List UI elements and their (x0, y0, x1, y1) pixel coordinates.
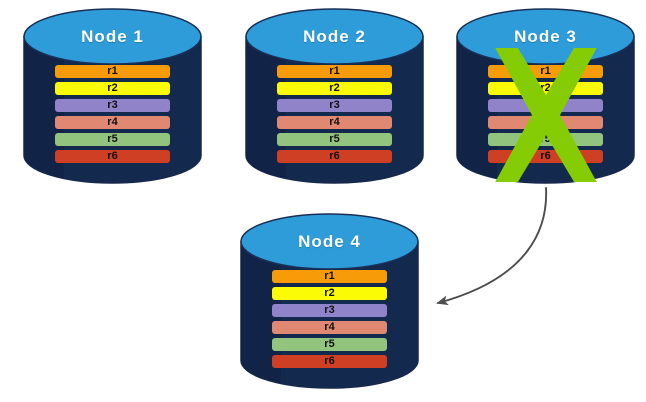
data-row[interactable]: r3 (277, 99, 392, 112)
node-4[interactable]: Node 4 r1 r2 r3 r4 r5 r6 (240, 213, 419, 389)
data-row[interactable]: r4 (272, 321, 387, 334)
node-1[interactable]: Node 1 r1 r2 r3 r4 r5 r6 (23, 8, 202, 184)
data-row[interactable]: r3 (488, 99, 603, 112)
data-row[interactable]: r6 (488, 150, 603, 163)
data-row[interactable]: r1 (488, 65, 603, 78)
data-row[interactable]: r4 (55, 116, 170, 129)
data-row[interactable]: r5 (55, 133, 170, 146)
cylinder-top (23, 8, 202, 65)
cylinder-shading (241, 241, 281, 384)
data-row[interactable]: r1 (55, 65, 170, 78)
data-row[interactable]: r2 (272, 287, 387, 300)
row-label: r2 (324, 287, 335, 299)
data-row[interactable]: r5 (272, 338, 387, 351)
row-label: r3 (540, 99, 551, 111)
data-row[interactable]: r6 (55, 150, 170, 163)
row-label: r4 (324, 321, 335, 333)
row-label: r2 (540, 82, 551, 94)
node-3-rows: r1 r2 r3 r4 r5 r6 (456, 65, 635, 167)
node-1-label: Node 1 (81, 27, 144, 46)
data-row[interactable]: r2 (277, 82, 392, 95)
row-label: r1 (107, 65, 118, 77)
data-row[interactable]: r2 (488, 82, 603, 95)
cylinder-top (245, 8, 424, 65)
data-row[interactable]: r6 (277, 150, 392, 163)
row-label: r2 (107, 82, 118, 94)
row-label: r5 (540, 133, 551, 145)
row-label: r5 (329, 133, 340, 145)
data-row[interactable]: r1 (277, 65, 392, 78)
row-label: r5 (324, 338, 335, 350)
node-2-label: Node 2 (303, 27, 366, 46)
arrow-path (436, 187, 548, 306)
row-label: r6 (107, 150, 118, 162)
row-label: r6 (329, 150, 340, 162)
row-label: r3 (107, 99, 118, 111)
data-row[interactable]: r4 (277, 116, 392, 129)
cylinder-shading (24, 36, 64, 179)
data-row[interactable]: r5 (488, 133, 603, 146)
node-4-label: Node 4 (298, 232, 361, 251)
data-row[interactable]: r4 (488, 116, 603, 129)
row-label: r1 (540, 65, 551, 77)
node-1-rows: r1 r2 r3 r4 r5 r6 (23, 65, 202, 167)
cylinder-shading (246, 36, 286, 179)
cylinder-shading (457, 36, 497, 179)
data-row[interactable]: r2 (55, 82, 170, 95)
row-label: r1 (324, 270, 335, 282)
data-row[interactable]: r1 (272, 270, 387, 283)
row-label: r5 (107, 133, 118, 145)
row-label: r6 (540, 150, 551, 162)
row-label: r2 (329, 82, 340, 94)
data-row[interactable]: r3 (272, 304, 387, 317)
row-label: r4 (329, 116, 340, 128)
node-2[interactable]: Node 2 r1 r2 r3 r4 r5 r6 (245, 8, 424, 184)
row-label: r6 (324, 355, 335, 367)
row-label: r1 (329, 65, 340, 77)
node-2-rows: r1 r2 r3 r4 r5 r6 (245, 65, 424, 167)
node-4-rows: r1 r2 r3 r4 r5 r6 (240, 270, 419, 372)
row-label: r4 (107, 116, 118, 128)
row-label: r3 (324, 304, 335, 316)
data-row[interactable]: r5 (277, 133, 392, 146)
data-row[interactable]: r3 (55, 99, 170, 112)
data-row[interactable]: r6 (272, 355, 387, 368)
row-label: r3 (329, 99, 340, 111)
row-label: r4 (540, 116, 551, 128)
node-3[interactable]: Node 3 r1 r2 r3 r4 r5 r6 (456, 8, 635, 184)
node-3-label: Node 3 (514, 27, 577, 46)
cylinder-top (240, 213, 419, 270)
